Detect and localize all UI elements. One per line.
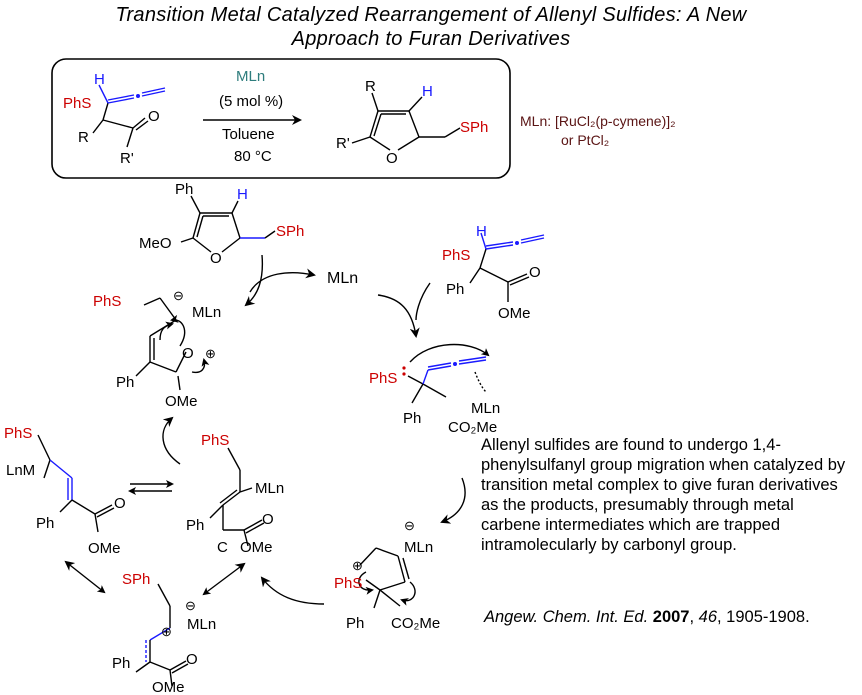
carbanion-minus: ⊖: [404, 518, 415, 533]
starting-allenyl-sulfide: [92, 84, 166, 148]
carbonyl-trap-arrow: [162, 416, 181, 465]
oxonium-o: O: [182, 345, 194, 362]
cycle-furan-sph: SPh: [276, 223, 304, 240]
oxonium-mln: MLn: [192, 304, 221, 321]
carbene-center-o: O: [262, 511, 274, 528]
temperature-label: 80 °C: [234, 148, 272, 165]
oxonium-intermediate: [135, 297, 210, 391]
mechanism-description: Allenyl sulfides are found to undergo 1,…: [481, 436, 846, 554]
zwitterion-minus: ⊖: [185, 598, 196, 613]
cycle-furan-o: O: [210, 250, 222, 267]
zwitterion-o: O: [186, 651, 198, 668]
sulfonium-phs: PhS: [334, 575, 362, 592]
oxonium-minus: ⊖: [173, 288, 184, 303]
product-h-label: H: [422, 83, 433, 100]
free-catalyst-label: MLn: [327, 270, 358, 287]
carbene-left-o: O: [114, 495, 126, 512]
reference-journal: Angew. Chem. Int. Ed.: [484, 608, 649, 626]
reference-comma: ,: [689, 608, 699, 626]
carbene-center-c: C: [217, 539, 228, 556]
cycle-furan-h: H: [237, 186, 248, 203]
sulfonium-co2me: CO₂Me: [391, 615, 440, 632]
cycle-furan-product: [180, 195, 276, 253]
cyclic-sulfonium-intermediate: [358, 547, 416, 609]
metal-allene-complex: [407, 356, 487, 404]
substrate-h: H: [476, 223, 487, 240]
r-prime-label: R': [120, 150, 134, 167]
carbene-center-phs: PhS: [201, 432, 229, 449]
resonance-arrow-right: [202, 562, 246, 596]
substrate-ome: OMe: [498, 305, 531, 322]
coordination-arrow: [377, 294, 420, 338]
oxonium-phs: PhS: [93, 293, 121, 310]
zwitterion-ome: OMe: [152, 679, 185, 695]
oxonium-plus: ⊕: [205, 346, 216, 361]
product-r-prime-label: R': [336, 135, 350, 152]
mln-definition-2: or PtCl₂: [561, 132, 609, 148]
product-r-label: R: [365, 78, 376, 95]
carbene-center-mln: MLn: [255, 480, 284, 497]
product-o-label: O: [386, 150, 398, 167]
oxonium-ome: OMe: [165, 393, 198, 410]
solvent-label: Toluene: [222, 126, 275, 143]
zwitterion-mln: MLn: [187, 616, 216, 633]
ketone-o-label: O: [148, 108, 160, 125]
substrate-ph: Ph: [446, 281, 464, 298]
carbene-left-lnm: LnM: [6, 462, 35, 479]
cycle-furan-meo: MeO: [139, 235, 172, 252]
zwitterion-ph: Ph: [112, 655, 130, 672]
reference: Angew. Chem. Int. Ed. 2007, 46, 1905-190…: [484, 607, 856, 628]
catalyst-label: MLn: [236, 68, 265, 85]
substrate-entry-arrow: [415, 282, 431, 321]
metal-carbene-center: [209, 447, 265, 547]
zwitterion-sph: SPh: [122, 571, 150, 588]
reference-pages: , 1905-1908.: [717, 608, 810, 626]
carbene-left-ome: OMe: [88, 540, 121, 557]
carbene-left-ph: Ph: [36, 515, 54, 532]
zwitterion-intermediate: [135, 583, 189, 687]
metal-carbene-left: [37, 434, 115, 533]
sulfonium-plus: ⊕: [352, 558, 363, 573]
complex-ph: Ph: [403, 410, 421, 427]
sulfur-attack-arrow: [409, 343, 490, 363]
mln-release-arrow: [249, 268, 316, 293]
allene-h-label: H: [94, 71, 105, 88]
title-line-1: Transition Metal Catalyzed Rearrangement…: [115, 4, 747, 26]
complex-mln: MLn: [471, 400, 500, 417]
furan-release-arrow: [244, 254, 264, 307]
lone-pair-dot-1: [402, 366, 406, 370]
substrate-phs: PhS: [442, 247, 470, 264]
cycle-furan-ph: Ph: [175, 181, 193, 198]
cyclization-arrow: [440, 477, 466, 524]
phs-label: PhS: [63, 95, 91, 112]
loading-label: (5 mol %): [219, 93, 283, 110]
complex-co2me: CO₂Me: [448, 419, 497, 436]
product-furan: [351, 92, 461, 151]
ring-opening-arrow: [260, 576, 325, 605]
oxonium-ph: Ph: [116, 374, 134, 391]
complex-phs: PhS: [369, 370, 397, 387]
zwitterion-plus: ⊕: [161, 624, 172, 639]
cycle-allenyl-substrate: [469, 232, 545, 302]
carbene-center-ph: Ph: [186, 517, 204, 534]
substrate-o: O: [529, 264, 541, 281]
lone-pair-dot-2: [402, 372, 406, 376]
carbene-left-phs: PhS: [4, 425, 32, 442]
reference-volume: 46: [698, 608, 718, 626]
carbene-center-ome: OMe: [240, 539, 273, 556]
r-label: R: [78, 129, 89, 146]
sulfonium-mln: MLn: [404, 539, 433, 556]
resonance-arrow-left: [64, 560, 106, 594]
reference-year: 2007: [652, 608, 690, 626]
product-sph-label: SPh: [460, 119, 488, 136]
sulfonium-ph: Ph: [346, 615, 364, 632]
reaction-box: [51, 58, 511, 179]
mln-definition-1: MLn: [RuCl₂(p-cymene)]₂: [520, 113, 676, 129]
title-line-2: Approach to Furan Derivatives: [291, 28, 571, 50]
